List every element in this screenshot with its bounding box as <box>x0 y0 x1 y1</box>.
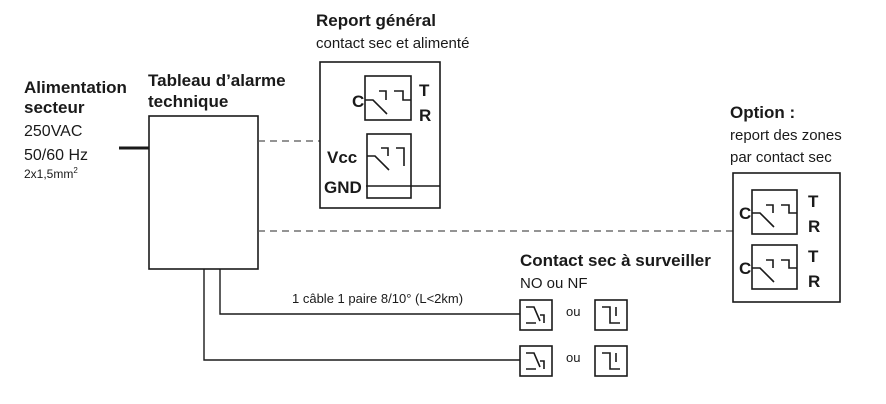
or-label-2: ou <box>566 350 580 365</box>
option-relay2-t: T <box>808 247 819 266</box>
option-line2: par contact sec <box>730 149 832 166</box>
supply-title-line2: secteur <box>24 98 85 117</box>
relay-contact-icon <box>752 204 797 228</box>
relay-contact-icon <box>365 90 411 115</box>
monitor-subtitle: NO ou NF <box>520 275 588 292</box>
supply-frequency: 50/60 Hz <box>24 147 88 164</box>
option-relay1-frame <box>751 189 798 235</box>
report-gnd-label: GND <box>324 178 362 197</box>
alarm-panel-group: Tableau d’alarme technique <box>148 71 286 270</box>
option-relay2-c: C <box>739 259 751 278</box>
relay-contact-icon <box>367 147 405 171</box>
contact-no-icon <box>526 306 545 324</box>
cable-label: 1 câble 1 paire 8/10° (L<2km) <box>292 291 463 306</box>
report-title: Report général <box>316 11 436 30</box>
supply-cable-sup: 2 <box>73 166 78 175</box>
supply-cable: 2x1,5mm2 <box>24 166 78 181</box>
report-box <box>319 61 441 209</box>
monitor-group: Contact sec à surveiller NO ou NF 1 câbl… <box>292 251 711 377</box>
option-relay1-c: C <box>739 204 751 223</box>
contact-nc-icon <box>602 352 620 370</box>
wire-contact-2 <box>203 269 520 361</box>
panel-title-line2: technique <box>148 92 228 111</box>
option-relay1-r: R <box>808 217 820 236</box>
supply-cable-prefix: 2x1,5mm <box>24 167 73 181</box>
option-line1: report des zones <box>730 127 842 144</box>
option-relay2-r: R <box>808 272 820 291</box>
report-relay1-c: C <box>352 92 364 111</box>
connections <box>203 140 733 361</box>
contact-no-frame-1 <box>519 299 553 331</box>
monitor-title: Contact sec à surveiller <box>520 251 711 270</box>
supply-title-line1: Alimentation <box>24 78 127 97</box>
option-title: Option : <box>730 103 795 122</box>
report-relay1-t: T <box>419 81 430 100</box>
contact-no-frame-2 <box>519 345 553 377</box>
report-relay2-frame <box>366 133 412 199</box>
contact-nc-frame-2 <box>594 345 628 377</box>
wire-contact-1 <box>219 269 520 315</box>
report-vcc-label: Vcc <box>327 148 357 167</box>
report-subtitle: contact sec et alimenté <box>316 35 469 52</box>
option-relay1-t: T <box>808 192 819 211</box>
supply-group: Alimentation secteur 250VAC 50/60 Hz 2x1… <box>24 78 149 181</box>
or-label-1: ou <box>566 304 580 319</box>
contact-nc-icon <box>602 306 620 324</box>
panel-title-line1: Tableau d’alarme <box>148 71 286 90</box>
contact-nc-frame-1 <box>594 299 628 331</box>
relay-contact-icon <box>752 259 797 283</box>
option-box <box>732 172 841 303</box>
report-relay1-r: R <box>419 106 431 125</box>
report-relay1-frame <box>364 75 412 121</box>
option-relay2-frame <box>751 244 798 290</box>
option-group: Option : report des zones par contact se… <box>730 103 842 303</box>
alarm-panel-box <box>148 115 259 270</box>
supply-voltage: 250VAC <box>24 123 82 140</box>
report-group: Report général contact sec et alimenté C… <box>316 11 469 209</box>
contact-no-icon <box>526 352 545 370</box>
